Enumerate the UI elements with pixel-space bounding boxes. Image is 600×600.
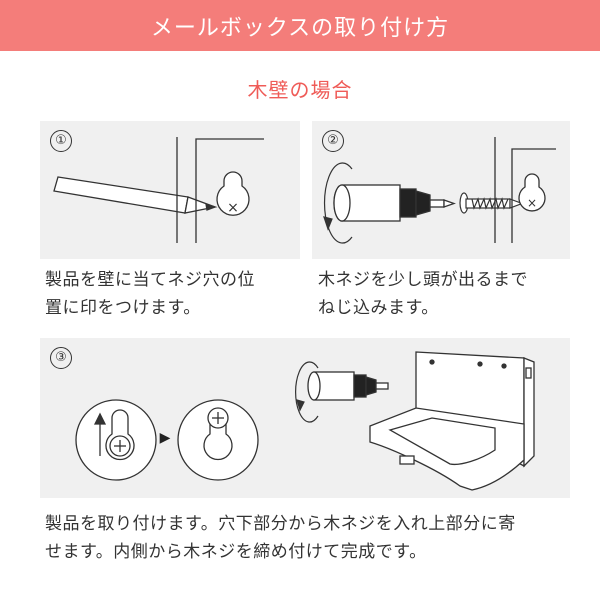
step3-panel: ③ ▶ [40,338,570,498]
keyhole-bottom-icon [75,399,157,481]
step3-illustration: ▶ [75,351,535,491]
page-title: メールボックスの取り付け方 [150,15,450,41]
rotate-arrow-icon [295,361,319,423]
mailbox-icon [369,351,535,491]
arrow-icon: ▶ [160,430,171,446]
screw-icon [459,192,524,214]
hole-mark: × [227,200,239,216]
step2-panel: ② × [312,121,570,259]
step2-caption: 木ネジを少し頭が出るまで ねじ込みます。 [318,270,528,318]
step1-number: ① [50,130,72,152]
step3-caption: 製品を取り付けます。穴下部分から木ネジを入れ上部分に寄 せます。内側から木ネジを… [45,514,516,562]
step2-illustration: × [323,137,556,244]
wall-lines [494,137,556,243]
keyhole-icon [216,171,250,216]
keyhole-top-icon [177,399,259,481]
screwdriver-icon [333,184,456,222]
keyhole-icon [518,173,546,212]
step1-caption: 製品を壁に当てネジ穴の位 置に印をつけます。 [45,270,255,318]
hole-mark: × [527,196,537,210]
step3-number: ③ [50,347,72,369]
step2-number: ② [322,130,344,152]
screwdriver-icon [307,371,389,401]
section-subtitle: 木壁の場合 [247,78,353,102]
step1-illustration: × [53,137,264,243]
rotate-arrow-icon [323,162,353,244]
page-header: メールボックスの取り付け方 [0,0,600,51]
step1-panel: ① × [40,121,300,259]
wall-lines [176,137,264,243]
pencil-icon [53,176,218,214]
